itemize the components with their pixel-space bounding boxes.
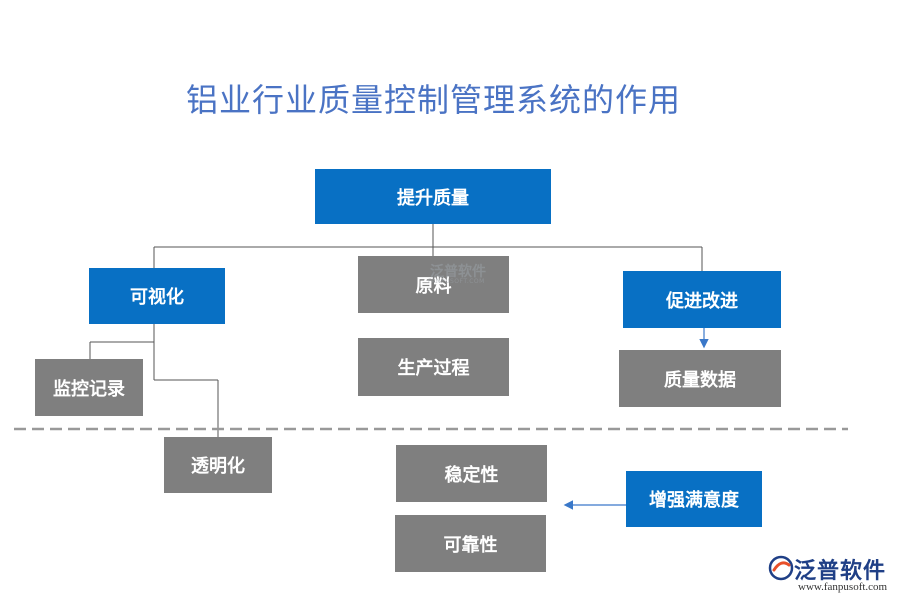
watermark-text: 泛普软件 [430,264,486,280]
diagram-title: 铝业行业质量控制管理系统的作用 [186,81,682,119]
node-visual: 可视化 [89,268,225,324]
node-root: 提升质量 [315,169,551,224]
node-promote: 促进改进 [623,271,781,328]
watermark-sub: FANPUSOFT.COM [428,278,485,285]
node-monitor: 监控记录 [35,359,143,416]
brand-url: www.fanpusoft.com [798,581,888,593]
node-satisfaction: 增强满意度 [626,471,762,527]
node-quality-data: 质量数据 [619,350,781,407]
node-raw: 原料 [358,256,509,313]
node-reliable: 可靠性 [395,515,546,572]
brand-name: 泛普软件 [794,559,887,584]
node-transparent: 透明化 [164,437,272,493]
fanpu-logo-icon [768,555,794,581]
node-process: 生产过程 [358,338,509,396]
brand-logo: 泛普软件 www.fanpusoft.com [768,553,894,597]
node-stable: 稳定性 [396,445,547,502]
